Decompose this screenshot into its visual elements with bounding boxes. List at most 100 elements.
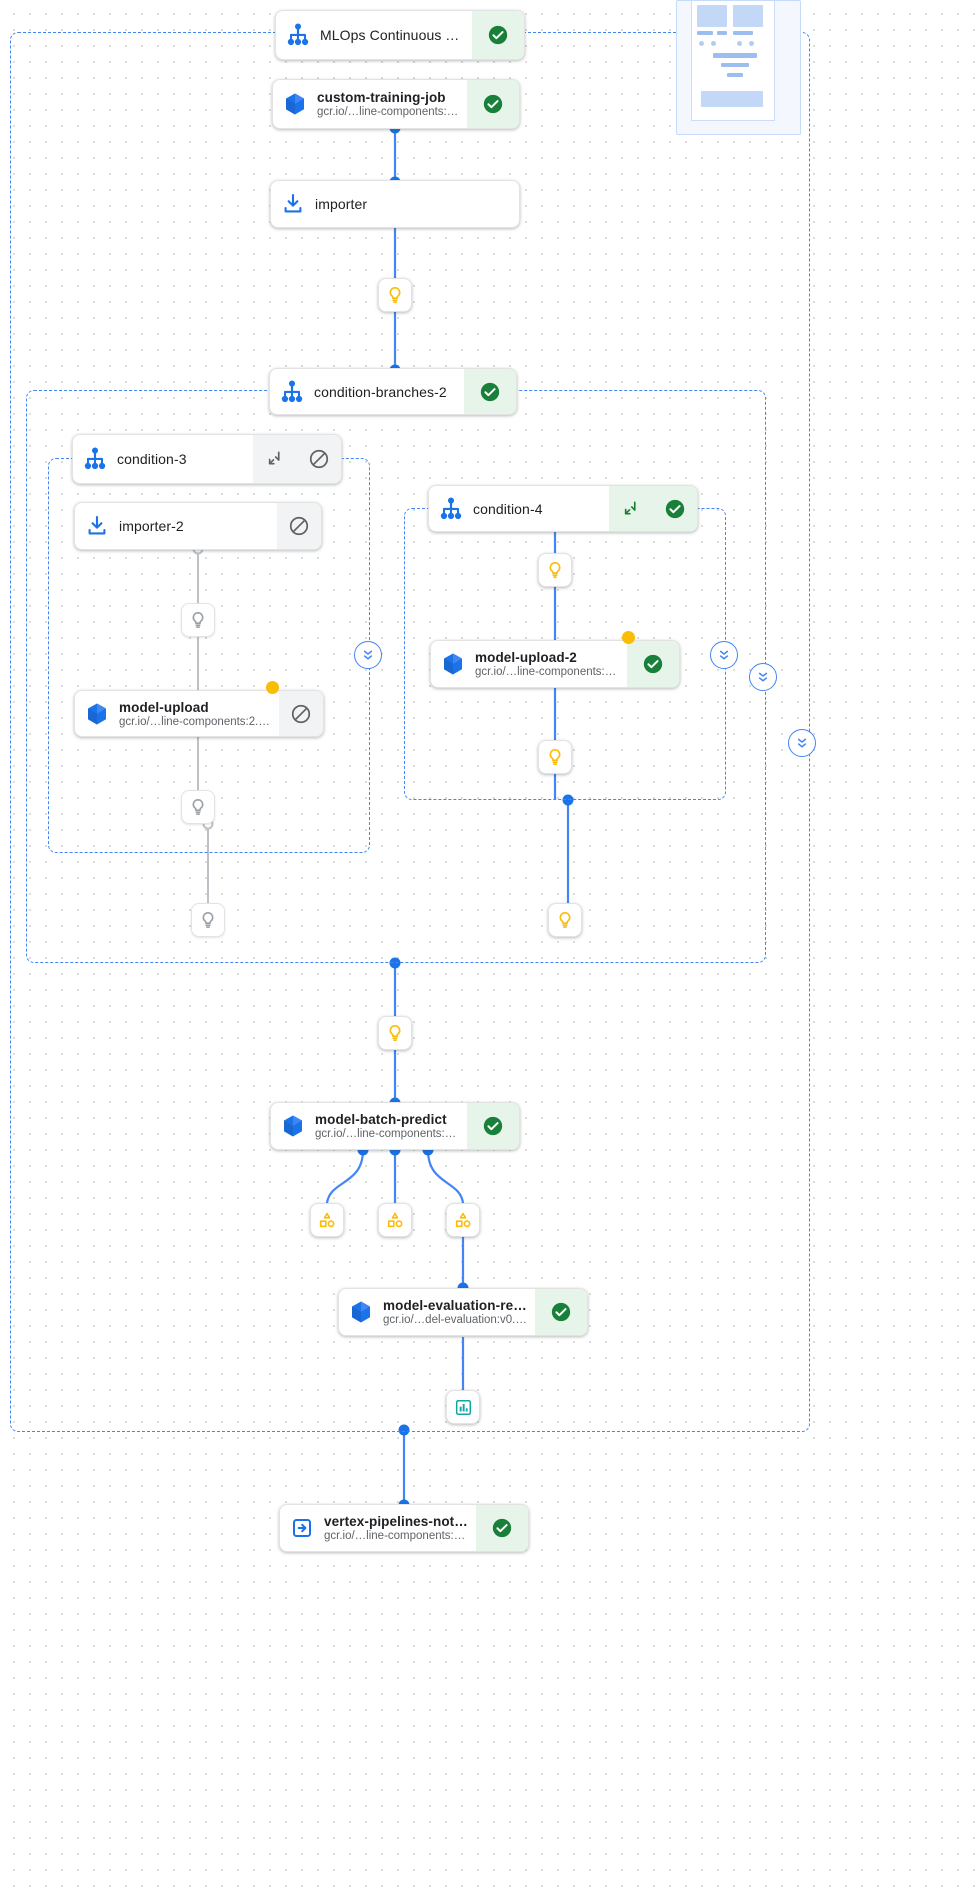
artifact-model-upload-out[interactable] xyxy=(181,790,215,824)
artifact-evaluation-metrics[interactable] xyxy=(446,1390,480,1424)
importer-icon xyxy=(75,503,119,549)
status-badge-skipped xyxy=(277,503,321,549)
status-badge-succeeded xyxy=(535,1289,587,1335)
node-condition-branches-2[interactable]: condition-branches-2 xyxy=(269,368,517,415)
node-subtitle: gcr.io/…line-components:2.6.0 xyxy=(119,715,273,728)
node-title: model-batch-predict xyxy=(315,1112,447,1127)
node-title: model-upload xyxy=(119,699,209,715)
pipeline-icon xyxy=(276,11,320,59)
node-model-upload-2[interactable]: model-upload-2 gcr.io/…line-components:2… xyxy=(430,640,680,688)
artifact-batch-predict-1[interactable] xyxy=(310,1203,344,1237)
minimap-node xyxy=(697,5,727,27)
node-condition-3[interactable]: condition-3 xyxy=(72,434,342,484)
node-title: model-evaluation-regres… xyxy=(383,1298,529,1313)
exit-to-app-icon xyxy=(280,1505,324,1551)
artifact-importer2-out[interactable] xyxy=(181,603,215,637)
node-label-cell: importer xyxy=(315,181,467,227)
node-label-cell: custom-training-job gcr.io/…line-compone… xyxy=(317,80,467,128)
node-label-cell: condition-3 xyxy=(117,435,253,483)
minimap-dot xyxy=(699,41,704,46)
expander-condition-3[interactable] xyxy=(354,641,382,669)
node-label-cell: model-batch-predict gcr.io/…line-compone… xyxy=(315,1103,467,1149)
minimap-row xyxy=(727,73,743,77)
node-model-evaluation[interactable]: model-evaluation-regres… gcr.io/…del-eva… xyxy=(338,1288,588,1336)
node-importer[interactable]: importer xyxy=(270,180,520,228)
status-badge-succeeded xyxy=(476,1505,528,1551)
artifact-condition3-out[interactable] xyxy=(191,903,225,937)
importer-icon xyxy=(271,181,315,227)
artifact-batch-predict-3[interactable] xyxy=(446,1203,480,1237)
node-subtitle: gcr.io/…del-evaluation:v0.9.3 xyxy=(383,1314,529,1326)
node-subtitle: gcr.io/…line-components:2.6.0 xyxy=(315,1128,461,1140)
node-title: importer xyxy=(315,196,368,212)
node-subtitle: gcr.io/…line-components:2.6.0 xyxy=(475,666,621,678)
component-icon xyxy=(339,1289,383,1335)
artifact-batch-predict-2[interactable] xyxy=(378,1203,412,1237)
artifact-condition4-in[interactable] xyxy=(538,553,572,587)
node-label-cell: model-evaluation-regres… gcr.io/…del-eva… xyxy=(383,1289,535,1335)
artifact-condition4-out[interactable] xyxy=(548,903,582,937)
status-badge-skipped xyxy=(279,691,323,736)
minimap-dot xyxy=(737,41,742,46)
node-model-upload[interactable]: model-upload gcr.io/…line-components:2.6… xyxy=(74,690,324,737)
minimap-row xyxy=(721,63,749,67)
node-label-cell: importer-2 xyxy=(119,503,277,549)
node-custom-training-job[interactable]: custom-training-job gcr.io/…line-compone… xyxy=(272,79,520,129)
node-condition-4[interactable]: condition-4 xyxy=(428,485,698,532)
status-badge-skipped xyxy=(297,435,341,483)
component-icon xyxy=(75,691,119,736)
node-title: condition-4 xyxy=(473,500,543,517)
node-title: model-upload-2 xyxy=(475,650,577,665)
node-title: MLOps Continuous Traini… xyxy=(320,27,466,43)
node-title: custom-training-job xyxy=(317,90,446,105)
node-title: importer-2 xyxy=(119,518,184,534)
status-badge-succeeded xyxy=(472,11,524,59)
artifact-model-upload2-out[interactable] xyxy=(538,740,572,774)
minimap-row xyxy=(733,31,753,35)
component-icon xyxy=(431,641,475,687)
component-icon xyxy=(271,1103,315,1149)
node-notification[interactable]: vertex-pipelines-notificat… gcr.io/…line… xyxy=(279,1504,529,1552)
minimap-dot xyxy=(711,41,716,46)
collapse-arrows-icon[interactable] xyxy=(609,486,653,531)
node-subtitle: gcr.io/…line-components:2.6.0 xyxy=(317,106,461,118)
node-title: condition-3 xyxy=(117,451,187,467)
pipeline-icon xyxy=(429,486,473,531)
artifact-importer-out[interactable] xyxy=(378,278,412,312)
minimap-panel[interactable] xyxy=(676,0,801,135)
minimap-dot xyxy=(749,41,754,46)
node-label-cell: model-upload gcr.io/…line-components:2.6… xyxy=(119,691,279,736)
warning-dot-model-upload-2[interactable] xyxy=(622,631,635,644)
node-importer-2[interactable]: importer-2 xyxy=(74,502,322,550)
node-label-cell: model-upload-2 gcr.io/…line-components:2… xyxy=(475,641,627,687)
expander-outer[interactable] xyxy=(788,729,816,757)
minimap-node xyxy=(733,5,763,27)
minimap-row xyxy=(697,31,713,35)
pipeline-icon xyxy=(270,369,314,414)
artifact-branches-out[interactable] xyxy=(378,1016,412,1050)
node-root-pipeline[interactable]: MLOps Continuous Traini… xyxy=(275,10,525,60)
node-label-cell: vertex-pipelines-notificat… gcr.io/…line… xyxy=(324,1505,476,1551)
minimap-node xyxy=(701,91,763,107)
node-label-cell: condition-branches-2 xyxy=(314,369,464,414)
node-title: vertex-pipelines-notificat… xyxy=(324,1514,470,1529)
status-badge-succeeded xyxy=(653,486,697,531)
pipeline-icon xyxy=(73,435,117,483)
expander-condition-4[interactable] xyxy=(710,641,738,669)
status-badge-succeeded xyxy=(467,80,519,128)
node-label-cell: MLOps Continuous Traini… xyxy=(320,11,472,59)
minimap-row xyxy=(717,31,727,35)
expander-branches[interactable] xyxy=(749,663,777,691)
collapse-arrows-icon[interactable] xyxy=(253,435,297,483)
status-badge-succeeded xyxy=(467,1103,519,1149)
status-badge-succeeded xyxy=(627,641,679,687)
node-label-cell: condition-4 xyxy=(473,486,609,531)
node-title: condition-branches-2 xyxy=(314,383,447,400)
warning-dot-model-upload[interactable] xyxy=(266,681,279,694)
status-badge-none xyxy=(467,181,519,227)
node-model-batch-predict[interactable]: model-batch-predict gcr.io/…line-compone… xyxy=(270,1102,520,1150)
minimap-row xyxy=(713,53,757,58)
node-subtitle: gcr.io/…line-components:2.6.0 xyxy=(324,1530,470,1542)
